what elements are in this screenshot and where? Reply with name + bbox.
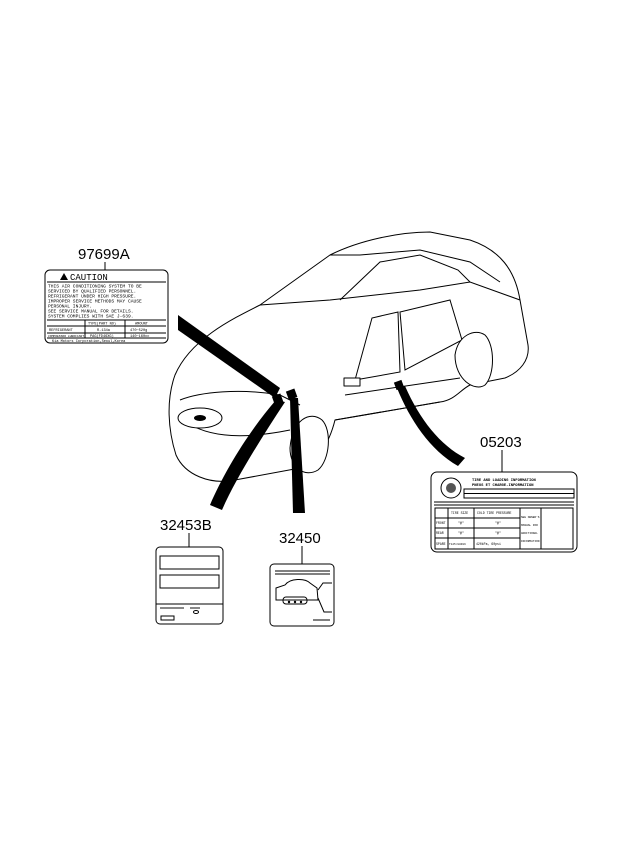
part-number: 97699A bbox=[78, 246, 130, 263]
engine-icon bbox=[275, 579, 319, 601]
table-cell: "@" bbox=[495, 521, 501, 525]
table-header: TIRE SIZE bbox=[451, 511, 468, 515]
side-mirror bbox=[343, 377, 361, 387]
table-cell: SPARE bbox=[436, 542, 446, 546]
table-cell: COMPRESSOR LUBRICANT bbox=[48, 335, 84, 338]
part-number: 05203 bbox=[480, 434, 522, 451]
label-footer: Kia Motors Corporation,Seoul,Korea bbox=[52, 339, 126, 344]
label-line: THIS AIR CONDITIONING SYSTEM TO BE bbox=[48, 284, 142, 290]
table-cell: "@" bbox=[495, 531, 501, 535]
table-cell: R-134a bbox=[97, 329, 111, 333]
table-cell: 420kPa, 60psi bbox=[476, 542, 501, 546]
table-cell: 470~520g bbox=[130, 329, 147, 333]
table-cell: T125/80D16 bbox=[449, 542, 466, 546]
table-cell: "@" bbox=[458, 531, 464, 535]
part-97699A[interactable]: 97699A CAUTION THIS AIR CONDITIONING SYS… bbox=[44, 246, 169, 344]
car-illustration bbox=[168, 231, 529, 482]
table-cell: "@" bbox=[458, 521, 464, 525]
table-header: AMOUNT bbox=[135, 323, 149, 327]
leader-32453B bbox=[210, 400, 285, 510]
warning-icon bbox=[60, 273, 68, 280]
table-cell: REAR bbox=[436, 531, 444, 535]
table-header: TYPE(PART NO) bbox=[88, 322, 116, 327]
side-text: SEE OWNER'S bbox=[521, 515, 540, 519]
label-line: REFRIGERANT UNDER HIGH PRESSURE. bbox=[48, 294, 136, 300]
part-32450[interactable]: 32450 bbox=[269, 530, 335, 627]
side-text: MANUAL FOR bbox=[521, 524, 538, 527]
label-line: SEE SERVICE MANUAL FOR DETAILS. bbox=[48, 309, 133, 315]
logo-emblem bbox=[194, 415, 206, 421]
label-heading: CAUTION bbox=[70, 273, 108, 283]
leader-05203 bbox=[397, 386, 465, 466]
part-05203[interactable]: 05203 TIRE AND LOADING INFORMATION PNEUS… bbox=[430, 434, 578, 553]
leader-97699A bbox=[178, 315, 280, 398]
label-line: PERSONAL INJURY. bbox=[48, 304, 92, 310]
emblem-icon bbox=[440, 477, 462, 499]
side-text: INFORMATION bbox=[521, 540, 540, 543]
part-number: 32453B bbox=[160, 517, 212, 534]
table-cell: FRONT bbox=[436, 521, 446, 525]
table-header: COLD TIRE PRESSURE bbox=[477, 511, 512, 515]
part-number: 32450 bbox=[279, 530, 321, 547]
side-text: ADDITIONAL bbox=[521, 532, 538, 535]
table-cell: REFRIGERANT bbox=[49, 329, 74, 333]
label-title: TIRE AND LOADING INFORMATION bbox=[472, 479, 537, 483]
part-32453B[interactable]: 32453B bbox=[155, 517, 224, 625]
label-title: PNEUS ET CHARGE-INFORMATION bbox=[472, 484, 534, 488]
label-line: IMPROPER SERVICE METHODS MAY CAUSE bbox=[48, 299, 142, 305]
table-cell: PAG(FD46XG) bbox=[90, 334, 114, 339]
label-line: SERVICED BY QUALIFIED PERSONNEL. bbox=[48, 289, 136, 295]
table-cell: 140~160cc bbox=[130, 335, 149, 339]
leader-32450 bbox=[290, 398, 305, 513]
label-line: SYSTEM COMPLIES WITH SAE J-639. bbox=[48, 314, 133, 320]
